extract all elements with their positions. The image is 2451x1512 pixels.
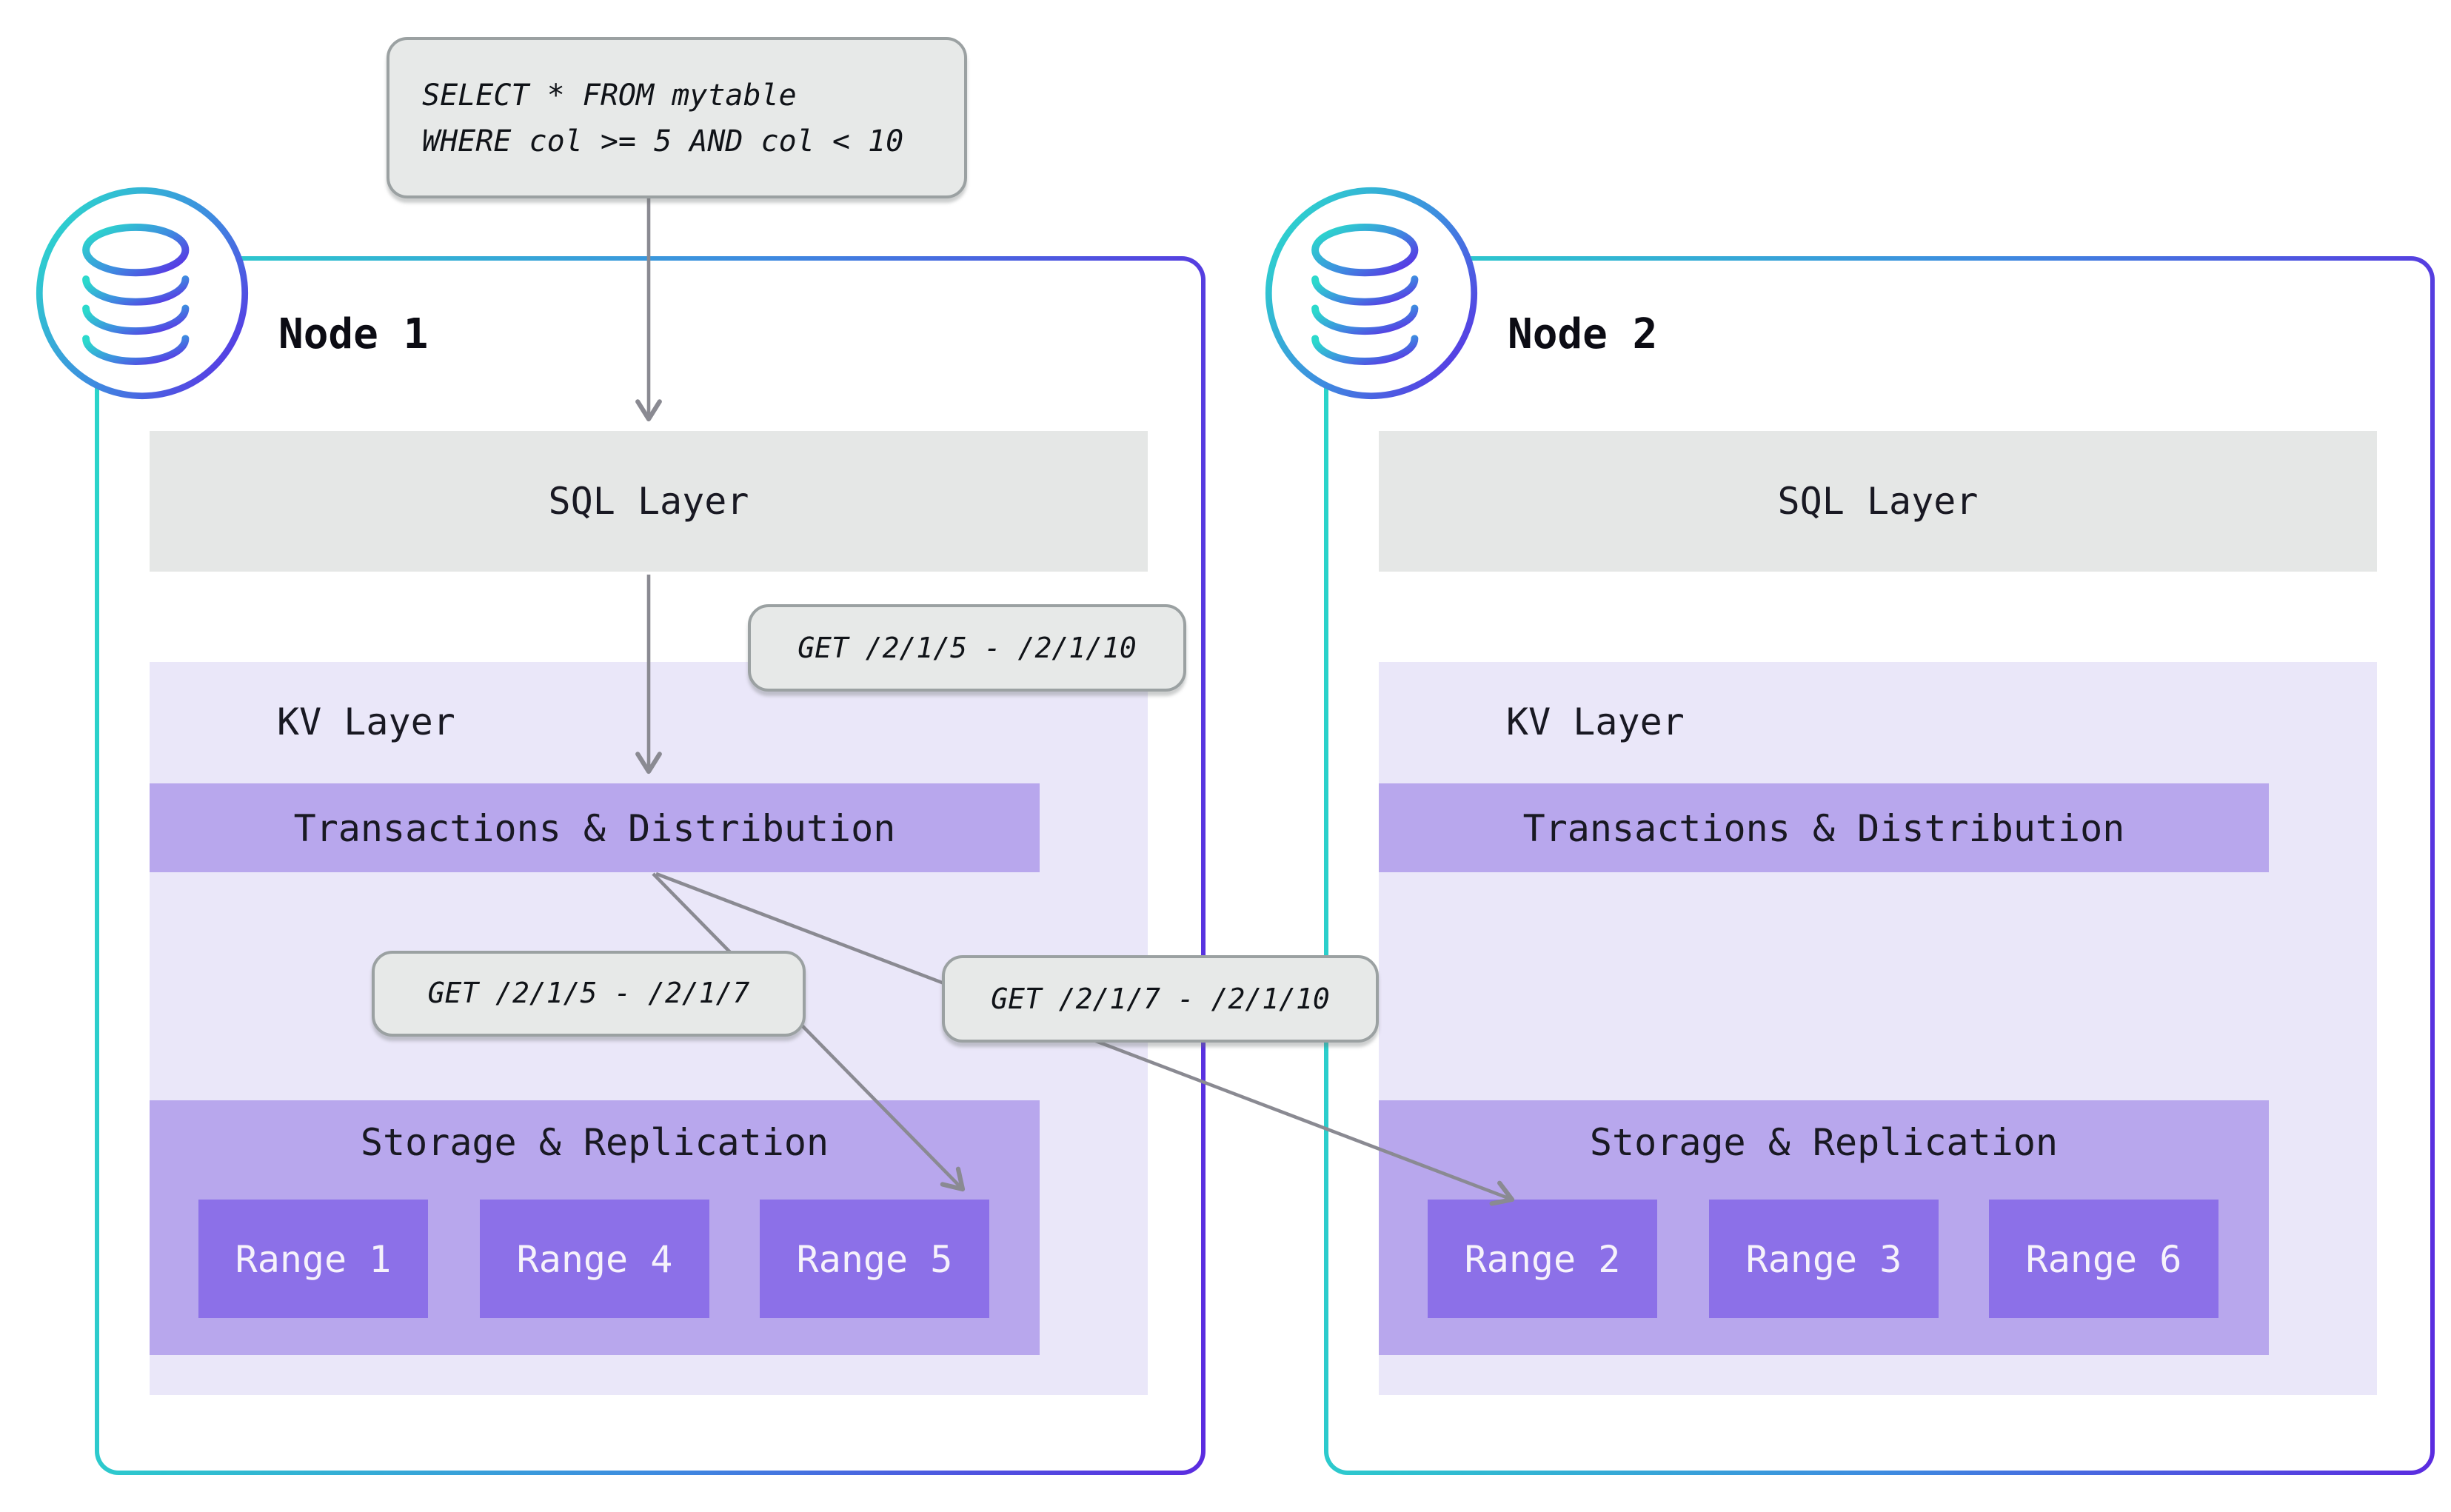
node-2-title: Node 2 [1508, 310, 1658, 358]
get-right-split-callout: GET /2/1/7 - /2/1/10 [942, 955, 1379, 1043]
node-2-sql-layer: SQL Layer [1379, 431, 2377, 572]
node-2-range-3: Range 3 [1709, 1200, 1939, 1318]
node-2-kv-layer-label: KV Layer [1506, 700, 1685, 743]
get-combined-label: GET /2/1/5 - /2/1/10 [798, 632, 1137, 664]
node-2-range-2: Range 2 [1428, 1200, 1657, 1318]
database-icon [36, 187, 249, 400]
node-1-range-5: Range 5 [760, 1200, 989, 1318]
database-icon [1265, 187, 1478, 400]
range-label: Range 3 [1745, 1237, 1902, 1280]
node-1-title: Node 1 [278, 310, 429, 358]
node-1-box: Node 1 SQL Layer KV Layer Transactions &… [95, 256, 1206, 1475]
node-1-transactions-distribution: Transactions & Distribution [150, 783, 1040, 872]
range-label: Range 4 [516, 1237, 673, 1280]
node-1-storage-replication: Storage & Replication Range 1 Range 4 Ra… [150, 1100, 1040, 1355]
node-1-range-4: Range 4 [480, 1200, 709, 1318]
node-1-storage-label: Storage & Replication [360, 1121, 829, 1164]
sql-query-line-2: WHERE col >= 5 AND col < 10 [422, 122, 904, 158]
range-label: Range 5 [796, 1237, 953, 1280]
range-label: Range 6 [2025, 1237, 2182, 1280]
get-left-split-label: GET /2/1/5 - /2/1/7 [427, 977, 750, 1010]
node-2-range-6: Range 6 [1989, 1200, 2218, 1318]
node-1-kv-layer-label: KV Layer [277, 700, 455, 743]
get-left-split-callout: GET /2/1/5 - /2/1/7 [372, 951, 806, 1037]
node-2-storage-label: Storage & Replication [1589, 1121, 2059, 1164]
range-label: Range 2 [1464, 1237, 1621, 1280]
node-2-storage-replication: Storage & Replication Range 2 Range 3 Ra… [1379, 1100, 2269, 1355]
get-right-split-label: GET /2/1/7 - /2/1/10 [991, 983, 1330, 1015]
node-2-sql-layer-label: SQL Layer [1777, 480, 1979, 523]
sql-query-callout: SELECT * FROM mytable WHERE col >= 5 AND… [387, 37, 967, 198]
node-1-transactions-label: Transactions & Distribution [293, 806, 896, 849]
sql-query-line-1: SELECT * FROM mytable [422, 76, 797, 112]
node-1-sql-layer-label: SQL Layer [548, 480, 749, 523]
node-2-transactions-distribution: Transactions & Distribution [1379, 783, 2269, 872]
get-combined-callout: GET /2/1/5 - /2/1/10 [748, 604, 1186, 692]
range-label: Range 1 [235, 1237, 392, 1280]
node-1-sql-layer: SQL Layer [150, 431, 1148, 572]
node-2-transactions-label: Transactions & Distribution [1522, 806, 2125, 849]
node-1-range-1: Range 1 [198, 1200, 428, 1318]
node-2-box: Node 2 SQL Layer KV Layer Transactions &… [1324, 256, 2435, 1475]
